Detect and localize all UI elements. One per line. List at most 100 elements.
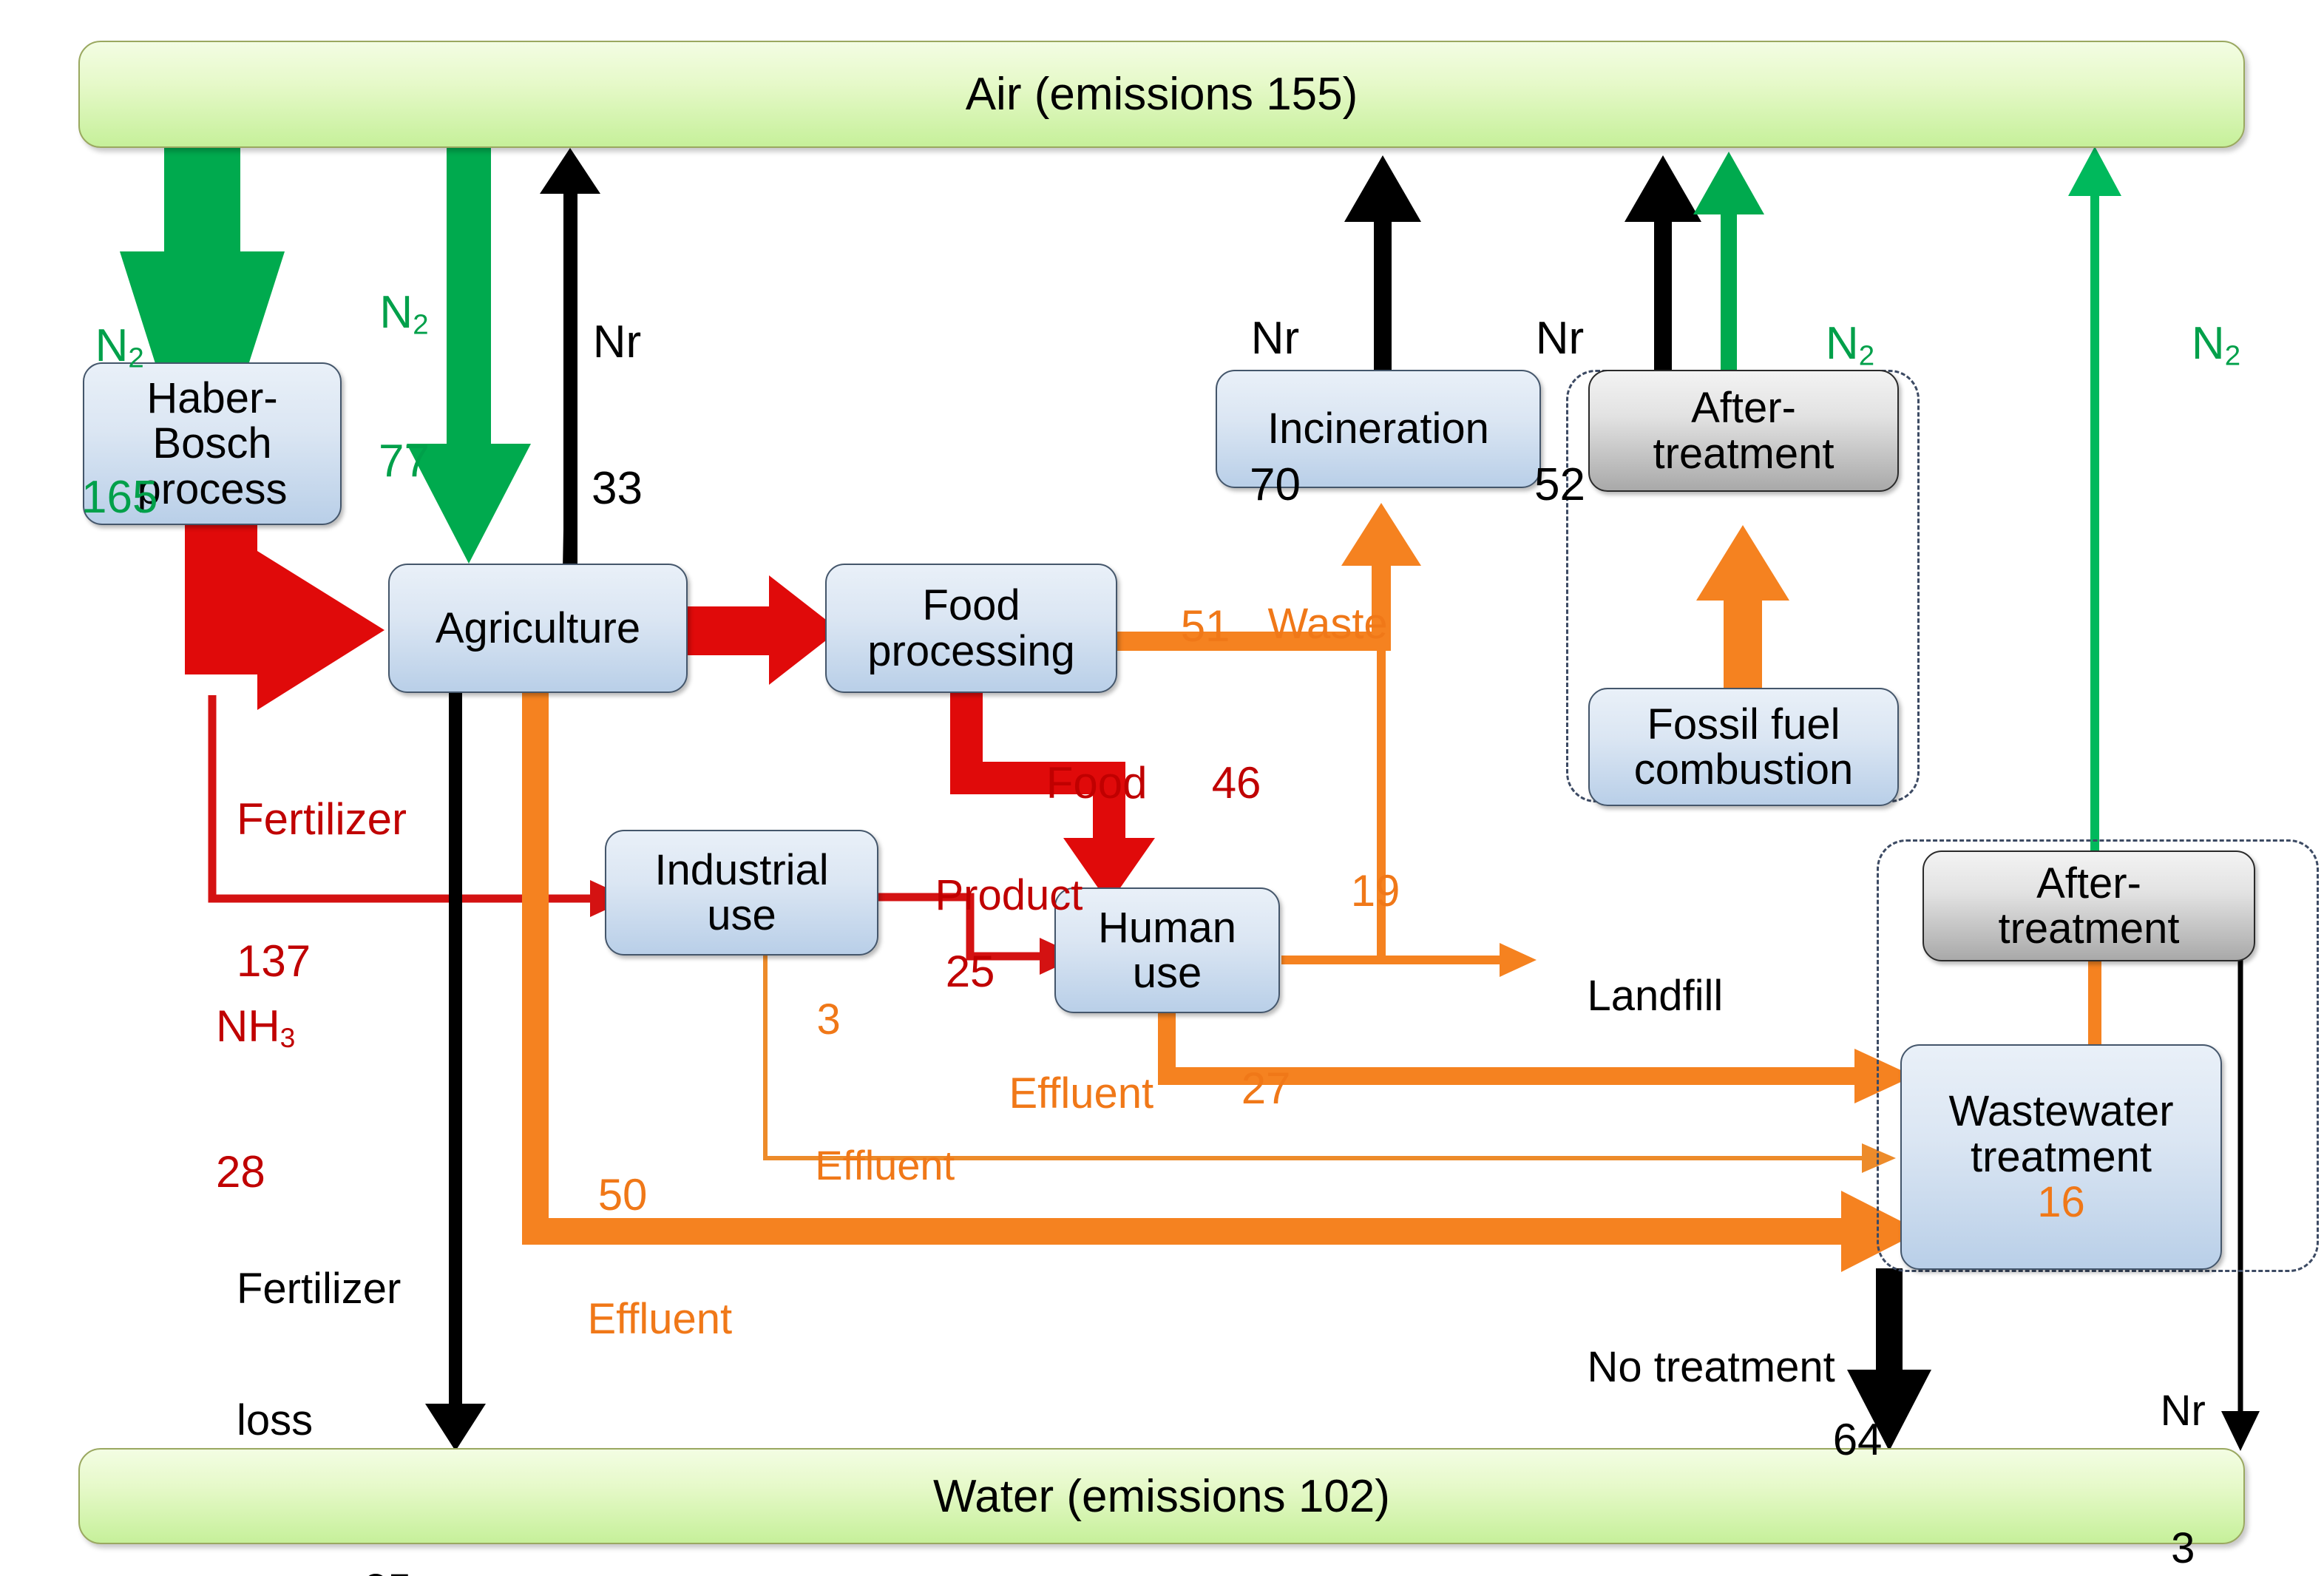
label-n2-after-fossil-sub: 2	[1858, 339, 1875, 372]
node-food-processing-label: Food processing	[867, 581, 1075, 675]
label-nr-52-species: Nr	[1535, 313, 1585, 365]
label-n2-77: N2 77	[379, 196, 430, 578]
node-fossil-fuel-combustion-label: Fossil fuel combustion	[1633, 700, 1854, 794]
label-nr-3: Nr 3	[2159, 1302, 2206, 1576]
label-waste-19-text: 19	[1350, 866, 1400, 916]
label-n2-77-sub: 2	[413, 308, 429, 341]
label-fertilizer-text: Fertilizer	[237, 794, 407, 845]
arrow-haber-to-agriculture	[185, 518, 384, 710]
node-incineration[interactable]: Incineration	[1216, 370, 1541, 488]
label-nh3-sub: 3	[280, 1022, 296, 1054]
label-no-treatment: No treatment	[1539, 1302, 1835, 1433]
arrow-aftertreatment2-nr-to-water	[2221, 887, 2260, 1451]
label-effluent-3: Effluent	[769, 1102, 955, 1228]
label-n2-after-water-sub: 2	[2224, 339, 2241, 372]
arrow-air-to-agriculture	[407, 146, 531, 564]
label-nh3-28: NH3 28	[216, 913, 295, 1285]
label-effluent-27-value: 27	[1192, 1021, 1291, 1157]
node-industrial-use-label: Industrial use	[654, 845, 829, 939]
node-human-use[interactable]: Human use	[1054, 887, 1280, 1013]
label-waste-19: 19	[1301, 823, 1400, 959]
node-agriculture-label: Agriculture	[435, 603, 641, 652]
arrow-aftertreatment-nr-to-air	[1625, 155, 1701, 370]
arrow-industrial-effluent	[763, 919, 1896, 1173]
label-effluent-3-value-text: 3	[816, 995, 841, 1044]
label-nr-70-value: 70	[1250, 459, 1301, 511]
reservoir-air-label: Air (emissions 155)	[965, 69, 1358, 120]
label-n2-165-species: N	[95, 320, 129, 372]
label-product: Product	[887, 830, 1083, 961]
label-nr-33: Nr 33	[592, 226, 643, 606]
label-effluent-3-value: 3	[769, 954, 841, 1085]
label-food-value-text: 46	[1211, 758, 1261, 808]
label-n2-after-fossil: N2	[1775, 274, 1874, 417]
label-food-text: Food	[1046, 758, 1148, 808]
label-nr-70-species: Nr	[1250, 313, 1300, 365]
node-fossil-fuel-combustion[interactable]: Fossil fuel combustion	[1588, 688, 1899, 806]
label-fertilizer-137: Fertilizer 137	[237, 706, 407, 1075]
label-nr-52: Nr 52	[1534, 222, 1585, 602]
label-effluent-50: Effluent	[540, 1254, 732, 1384]
arrow-agriculture-fertilizer-loss	[425, 691, 486, 1451]
label-fertilizer-loss-value: 35	[364, 1566, 412, 1576]
node-haber-bosch[interactable]: Haber- Bosch process	[83, 362, 342, 525]
node-wastewater-treatment-label: Wastewater treatment	[1948, 1087, 2174, 1181]
label-nh3-species: NH	[216, 1001, 280, 1052]
label-no-treatment-value: 64	[1783, 1372, 1883, 1508]
node-after-treatment-water-label: After- treatment	[1998, 859, 2180, 953]
label-nr-3-species: Nr	[2160, 1387, 2206, 1435]
node-human-use-label: Human use	[1098, 903, 1236, 997]
label-effluent-50-value-text: 50	[597, 1170, 648, 1220]
label-nh3-value: 28	[216, 1146, 265, 1197]
arrow-aftertreatment2-n2-to-air	[2068, 146, 2121, 858]
label-nr-33-species: Nr	[592, 317, 642, 368]
reservoir-water: Water (emissions 102)	[78, 1448, 2245, 1544]
label-product-value: 25	[896, 904, 995, 1040]
arrow-food-waste-to-incineration	[1117, 503, 1421, 651]
label-effluent-27: Effluent	[961, 1028, 1153, 1159]
label-product-value-text: 25	[945, 947, 995, 997]
node-after-treatment-fossil[interactable]: After- treatment	[1588, 370, 1899, 492]
node-wastewater-treatment-value: 16	[2037, 1178, 2085, 1227]
arrow-incineration-to-air	[1344, 155, 1421, 370]
label-n2-after-water: N2	[2141, 274, 2240, 417]
node-agriculture[interactable]: Agriculture	[388, 564, 688, 693]
arrow-fossil-to-aftertreatment	[1696, 525, 1789, 694]
label-n2-165-value: 165	[81, 471, 158, 523]
label-no-treatment-value-text: 64	[1832, 1415, 1883, 1465]
label-waste-51-text: Waste	[1267, 600, 1388, 649]
label-food-value: 46	[1162, 715, 1261, 851]
label-fertilizer-loss-line1: Fertilizer	[237, 1265, 402, 1313]
arrow-agriculture-effluent	[522, 691, 1921, 1272]
node-after-treatment-water[interactable]: After- treatment	[1922, 850, 2255, 961]
node-after-treatment-fossil-label: After- treatment	[1653, 384, 1835, 478]
label-fertilizer-loss-35: Fertilizer loss 35	[237, 1180, 412, 1576]
label-n2-165-sub: 2	[128, 342, 144, 374]
label-nr-70: Nr 70	[1250, 222, 1301, 602]
label-landfill: Landfill	[1539, 930, 1723, 1061]
label-effluent-27-value-text: 27	[1241, 1063, 1291, 1114]
arrow-agriculture-to-air	[540, 148, 600, 573]
label-fertilizer-loss-line2: loss	[237, 1396, 314, 1444]
label-effluent-50-value: 50	[549, 1127, 648, 1263]
arrow-food-to-human	[950, 691, 1155, 904]
label-n2-165: N2 165	[81, 229, 157, 614]
arrow-wastewater-no-treatment	[1847, 1268, 1931, 1451]
label-effluent-27-text: Effluent	[1009, 1069, 1154, 1118]
node-food-processing[interactable]: Food processing	[825, 564, 1117, 693]
label-n2-after-water-species: N	[2191, 318, 2225, 370]
arrow-agriculture-to-food	[688, 575, 839, 685]
node-industrial-use[interactable]: Industrial use	[605, 830, 878, 956]
wastewater-group-outline	[1877, 839, 2319, 1272]
node-wastewater-treatment[interactable]: Wastewater treatment 16	[1900, 1044, 2222, 1270]
label-fertilizer-value: 137	[237, 936, 311, 986]
label-effluent-50-text: Effluent	[587, 1295, 733, 1344]
label-nr-52-value: 52	[1534, 459, 1585, 511]
label-n2-after-fossil-species: N	[1825, 318, 1859, 370]
label-effluent-3-text: Effluent	[815, 1142, 955, 1189]
label-nr-3-value: 3	[2171, 1523, 2195, 1572]
label-waste-51: Waste	[1220, 558, 1388, 689]
arrow-aftertreatment-n2-to-air	[1693, 152, 1764, 370]
